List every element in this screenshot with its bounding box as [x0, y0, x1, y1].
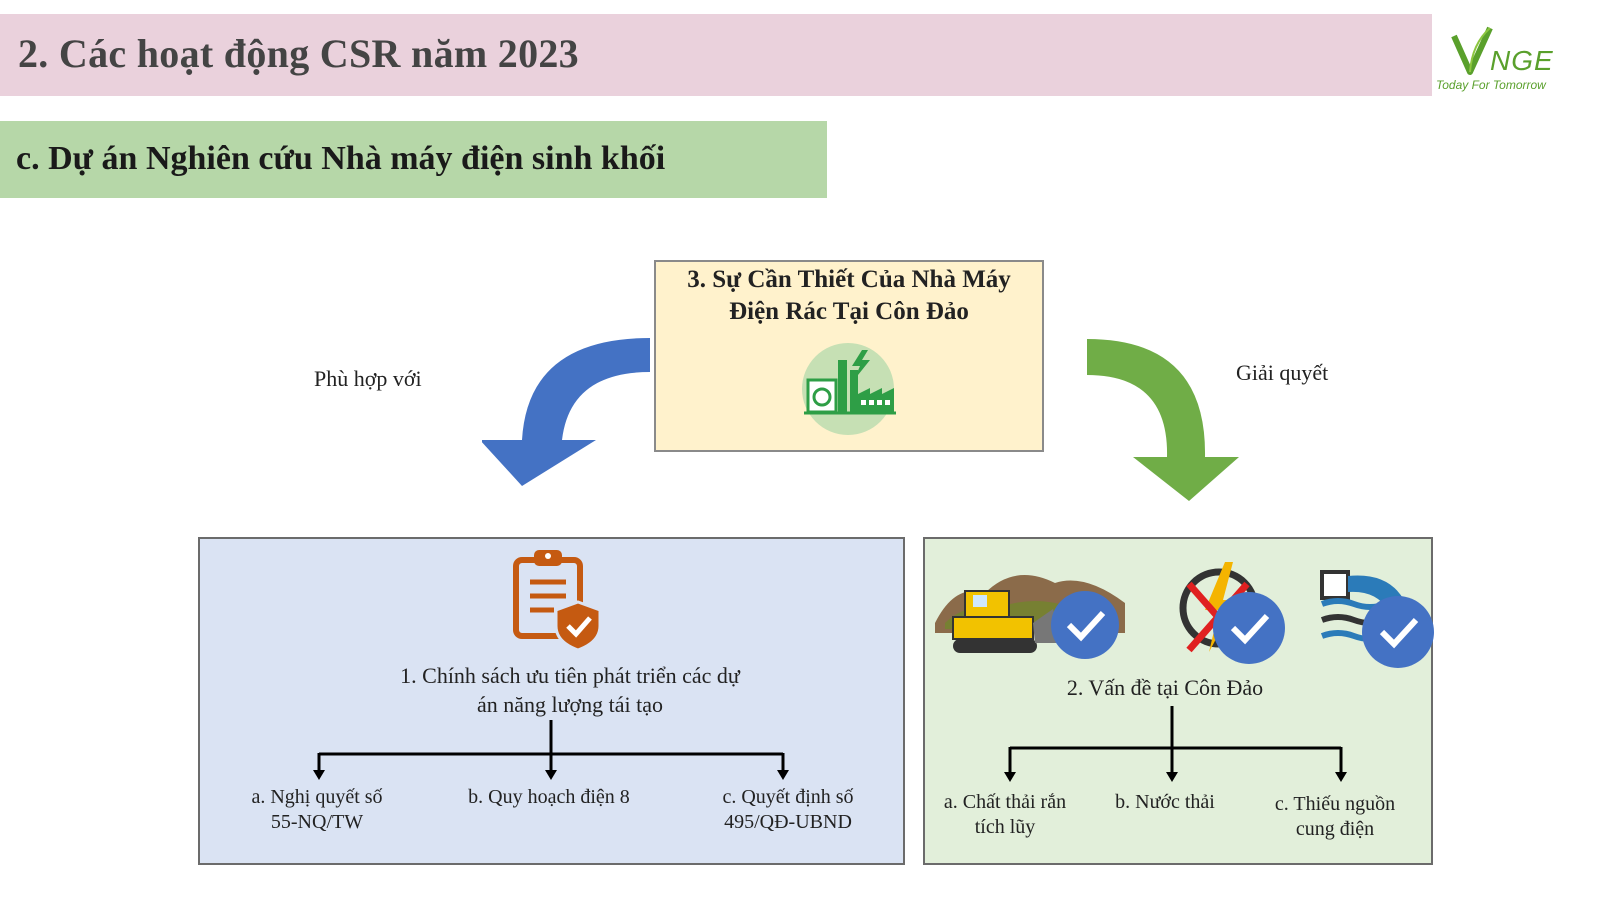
policy-title: 1. Chính sách ưu tiên phát triển các dự … — [345, 661, 795, 719]
fits-with-label: Phù hợp với — [314, 366, 422, 391]
page-title: 2. Các hoạt động CSR năm 2023 — [18, 31, 579, 76]
policy-connector-tree — [198, 720, 905, 784]
policy-title-line1: 1. Chính sách ưu tiên phát triển các dự — [400, 663, 740, 688]
section-bar — [0, 121, 827, 198]
clipboard-shield-icon — [510, 546, 604, 652]
wastewater-icon — [1318, 570, 1438, 678]
policy-title-line2: án năng lượng tái tạo — [476, 692, 664, 717]
issue-item-solid-waste: a. Chất thải rắn tích lũy — [943, 791, 1067, 838]
section-title: c. Dự án Nghiên cứu Nhà máy điện sinh kh… — [16, 140, 666, 177]
policy-item-decision: c. Quyết định số 495/QĐ-UBND — [722, 786, 854, 833]
policy-item-power-plan: b. Quy hoạch điện 8 — [468, 786, 630, 808]
necessity-title: 3. Sự Cần Thiết Của Nhà Máy Điện Rác Tại… — [664, 264, 1034, 328]
header-bar — [0, 14, 1432, 96]
left-curved-arrow — [480, 330, 652, 490]
policy-box — [198, 537, 905, 865]
policy-item-resolution: a. Nghị quyết số 55-NQ/TW — [251, 786, 383, 833]
issue-item-power-shortage: c. Thiếu nguồn cung điện — [1274, 793, 1396, 840]
necessity-title-line1: 3. Sự Cần Thiết Của Nhà Máy — [687, 266, 1011, 293]
issues-connector-tree — [923, 706, 1433, 788]
necessity-title-line2: Điện Rác Tại Côn Đảo — [729, 298, 969, 325]
svg-text:NGE: NGE — [1490, 45, 1554, 76]
bulldozer-waste-icon — [935, 563, 1150, 673]
issues-title: 2. Vấn đề tại Côn Đảo — [1066, 675, 1264, 700]
issue-item-wastewater: b. Nước thải — [1115, 791, 1215, 813]
green-power-plant-icon — [800, 342, 898, 442]
logo-tagline: Today For Tomorrow — [1436, 78, 1546, 92]
vnge-logo: NGE — [1432, 14, 1600, 96]
right-curved-arrow — [1085, 335, 1241, 501]
no-electricity-icon — [1175, 556, 1290, 674]
solves-label: Giải quyết — [1236, 360, 1329, 385]
